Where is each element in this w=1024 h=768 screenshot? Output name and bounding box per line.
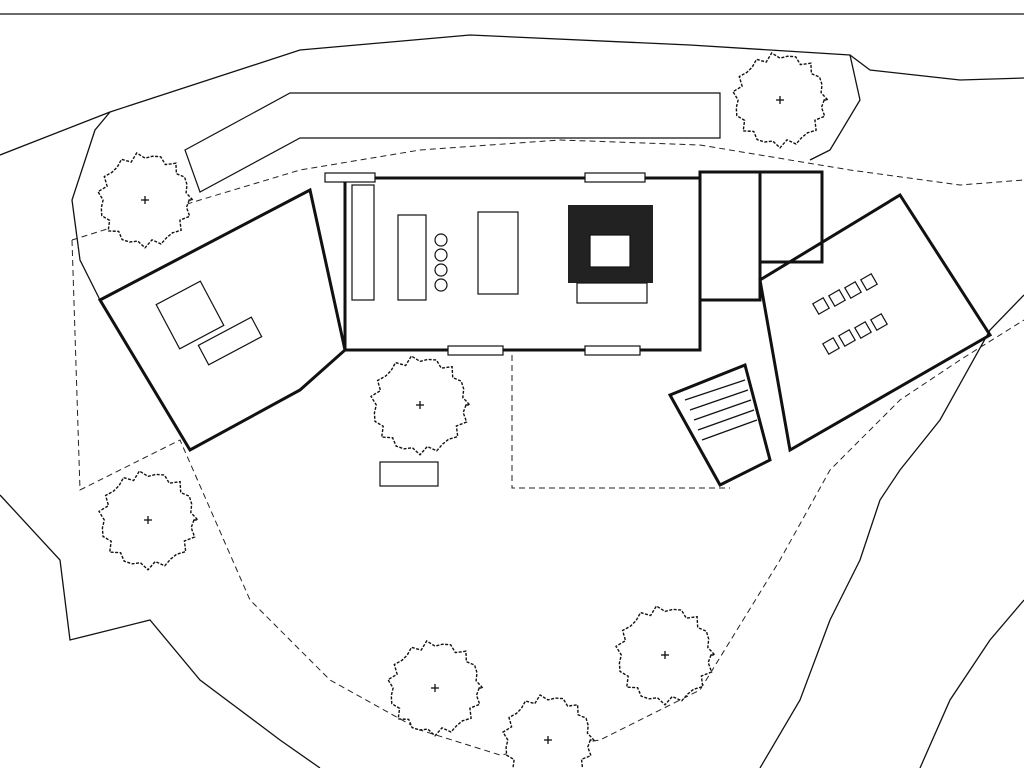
sink-counter [197,316,263,366]
chair [843,280,863,300]
terrain-boundary [809,54,861,161]
bar-stools [434,233,448,292]
tree-icon [732,52,830,149]
coffee-table [589,234,631,268]
chair [821,336,841,356]
kitchen-island [397,214,427,301]
dining-table [477,211,519,295]
window [324,172,376,183]
annex-seating [811,272,889,356]
chair [827,288,847,308]
tree-icon [387,640,485,737]
tree-icon [370,355,472,456]
window [584,345,641,356]
tree-icon [615,605,717,706]
terrain-boundary [71,111,111,301]
window [584,172,646,183]
bed [155,280,225,350]
terrain-line [0,34,1024,156]
chair [853,320,873,340]
stair-icon [684,379,758,441]
annex-room [758,192,993,453]
stool [434,278,448,292]
bench [379,461,439,487]
trees [97,52,830,768]
tree-icon [502,694,596,768]
tree-icon [98,470,200,571]
service-block [698,170,762,302]
stool [434,263,448,277]
terrain-line [759,294,1024,768]
property-line [71,239,1024,756]
stool [434,248,448,262]
tree-icon [97,152,195,249]
window [447,345,504,356]
sofa [576,282,648,304]
kitchen-counter [351,184,375,301]
house-left-wing [97,187,347,453]
stair-block [667,362,772,487]
chair [859,272,879,292]
chair [869,312,889,332]
terrain-line [919,599,1024,768]
stool [434,233,448,247]
chair [811,296,831,316]
terrace-line [511,355,730,489]
terrain-line [0,494,321,768]
garden-wall [184,92,721,193]
chair [837,328,857,348]
property-line [71,139,1024,241]
